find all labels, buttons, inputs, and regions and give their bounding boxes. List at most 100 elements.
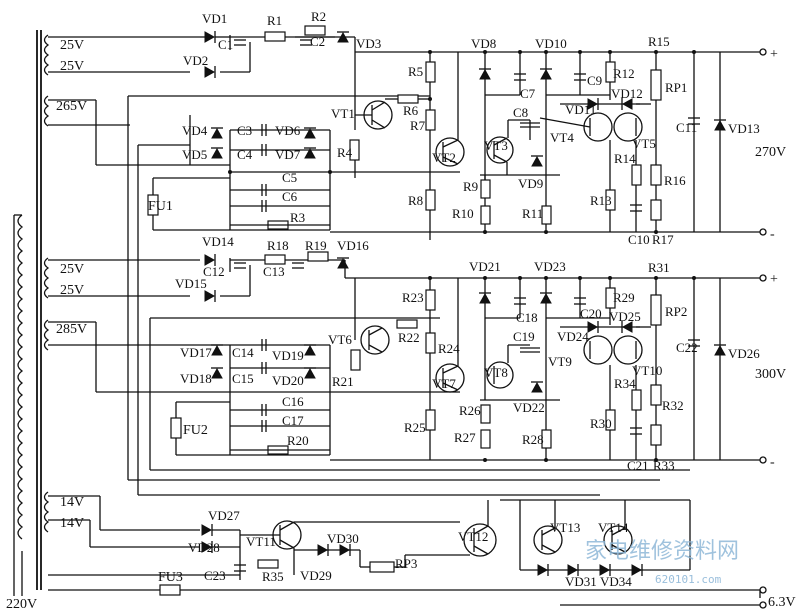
component-label: R11 (522, 206, 543, 221)
component-label: VD16 (337, 238, 369, 253)
component-label: C14 (232, 345, 254, 360)
component-label: R23 (402, 290, 424, 305)
component-label: C21 (627, 458, 649, 473)
component-label: C5 (282, 170, 297, 185)
component-label: VT6 (328, 332, 352, 347)
component-label: C17 (282, 413, 304, 428)
winding-label: 14V (60, 495, 84, 510)
component-label: R29 (613, 290, 635, 305)
section-300v (48, 251, 767, 470)
component-label: VD10 (535, 36, 567, 51)
component-label: R31 (648, 260, 670, 275)
component-label: VD34 (600, 574, 632, 589)
component-label: R8 (408, 193, 423, 208)
component-label: R35 (262, 569, 284, 584)
component-label: C22 (676, 340, 698, 355)
component-label: VT11 (246, 534, 276, 549)
component-label: VD25 (609, 309, 641, 324)
component-label: R20 (287, 433, 309, 448)
component-label: VD5 (182, 147, 207, 162)
terminal-minus: - (770, 227, 775, 242)
component-label: R24 (438, 341, 460, 356)
component-label: C2 (310, 34, 325, 49)
component-label: R16 (664, 173, 686, 188)
fuse-label: FU1 (148, 199, 173, 214)
winding-label: 25V (60, 38, 84, 53)
component-label: VT10 (632, 363, 662, 378)
winding-label: 265V (56, 99, 87, 114)
winding-label: 25V (60, 283, 84, 298)
component-label: VT8 (484, 365, 508, 380)
component-label: C6 (282, 189, 298, 204)
component-label: RP1 (665, 80, 687, 95)
watermark-url: 620101.com (655, 573, 722, 586)
component-label: C9 (587, 73, 602, 88)
output-voltage-label: 6.3V (768, 595, 796, 610)
component-label: VD8 (471, 36, 496, 51)
component-label: C11 (676, 120, 697, 135)
component-label: C13 (263, 264, 285, 279)
component-label: VD20 (272, 373, 304, 388)
component-label: C7 (520, 86, 536, 101)
transformer: 220V (6, 30, 50, 612)
component-label: R6 (403, 103, 419, 118)
component-label: VD24 (557, 329, 589, 344)
output-voltage-label: 270V (755, 145, 786, 160)
component-label: VD2 (183, 53, 208, 68)
component-label: R4 (337, 145, 353, 160)
component-label: C1 (218, 37, 233, 52)
component-label: C15 (232, 371, 254, 386)
component-label: R27 (454, 430, 476, 445)
component-label: C19 (513, 329, 535, 344)
component-label: C18 (516, 310, 538, 325)
component-label: VD21 (469, 259, 501, 274)
component-label: VD14 (202, 234, 234, 249)
component-label: VD31 (565, 574, 597, 589)
section-270v (48, 25, 767, 495)
component-label: C4 (237, 147, 253, 162)
terminal-minus: - (770, 455, 775, 470)
section-6v3 (48, 469, 767, 609)
fuse-label: FU3 (158, 570, 183, 585)
component-label: VD29 (300, 568, 332, 583)
component-label: VD3 (356, 36, 381, 51)
component-label: R18 (267, 238, 289, 253)
component-label: R32 (662, 398, 684, 413)
component-label: VD19 (272, 348, 304, 363)
component-label: R21 (332, 374, 354, 389)
component-label: R25 (404, 420, 426, 435)
component-label: C20 (580, 306, 602, 321)
component-label: VT9 (548, 354, 572, 369)
component-label: C3 (237, 123, 252, 138)
component-label: VT1 (331, 106, 355, 121)
component-label: R26 (459, 403, 481, 418)
component-label: VD27 (208, 508, 240, 523)
component-label: VD12 (611, 86, 643, 101)
component-label: RP3 (395, 556, 417, 571)
watermark-text: 家电维修资料网 (585, 539, 739, 564)
terminal-plus: + (770, 47, 778, 62)
component-label: VT4 (550, 130, 574, 145)
component-label: VT5 (632, 136, 656, 151)
winding-label: 14V (60, 516, 84, 531)
component-label: RP2 (665, 304, 687, 319)
component-label: R34 (614, 376, 636, 391)
component-label: R3 (290, 210, 305, 225)
component-label: R22 (398, 330, 420, 345)
component-label: VT13 (550, 520, 580, 535)
component-label: R19 (305, 238, 327, 253)
component-labels: VD1 C1 R1 R2 C2 VD3 VD2 R5 R6 R7 VT1 R4 … (175, 9, 760, 589)
component-label: R9 (463, 179, 478, 194)
component-label: VD23 (534, 259, 566, 274)
component-label: VD1 (202, 11, 227, 26)
component-label: R33 (653, 458, 675, 473)
winding-label: 25V (60, 59, 84, 74)
component-label: R12 (613, 66, 635, 81)
component-label: VD6 (275, 123, 301, 138)
terminal-plus: + (770, 272, 778, 287)
component-label: C10 (628, 232, 650, 247)
component-label: VT12 (458, 529, 488, 544)
component-label: R17 (652, 232, 674, 247)
component-label: R5 (408, 64, 423, 79)
